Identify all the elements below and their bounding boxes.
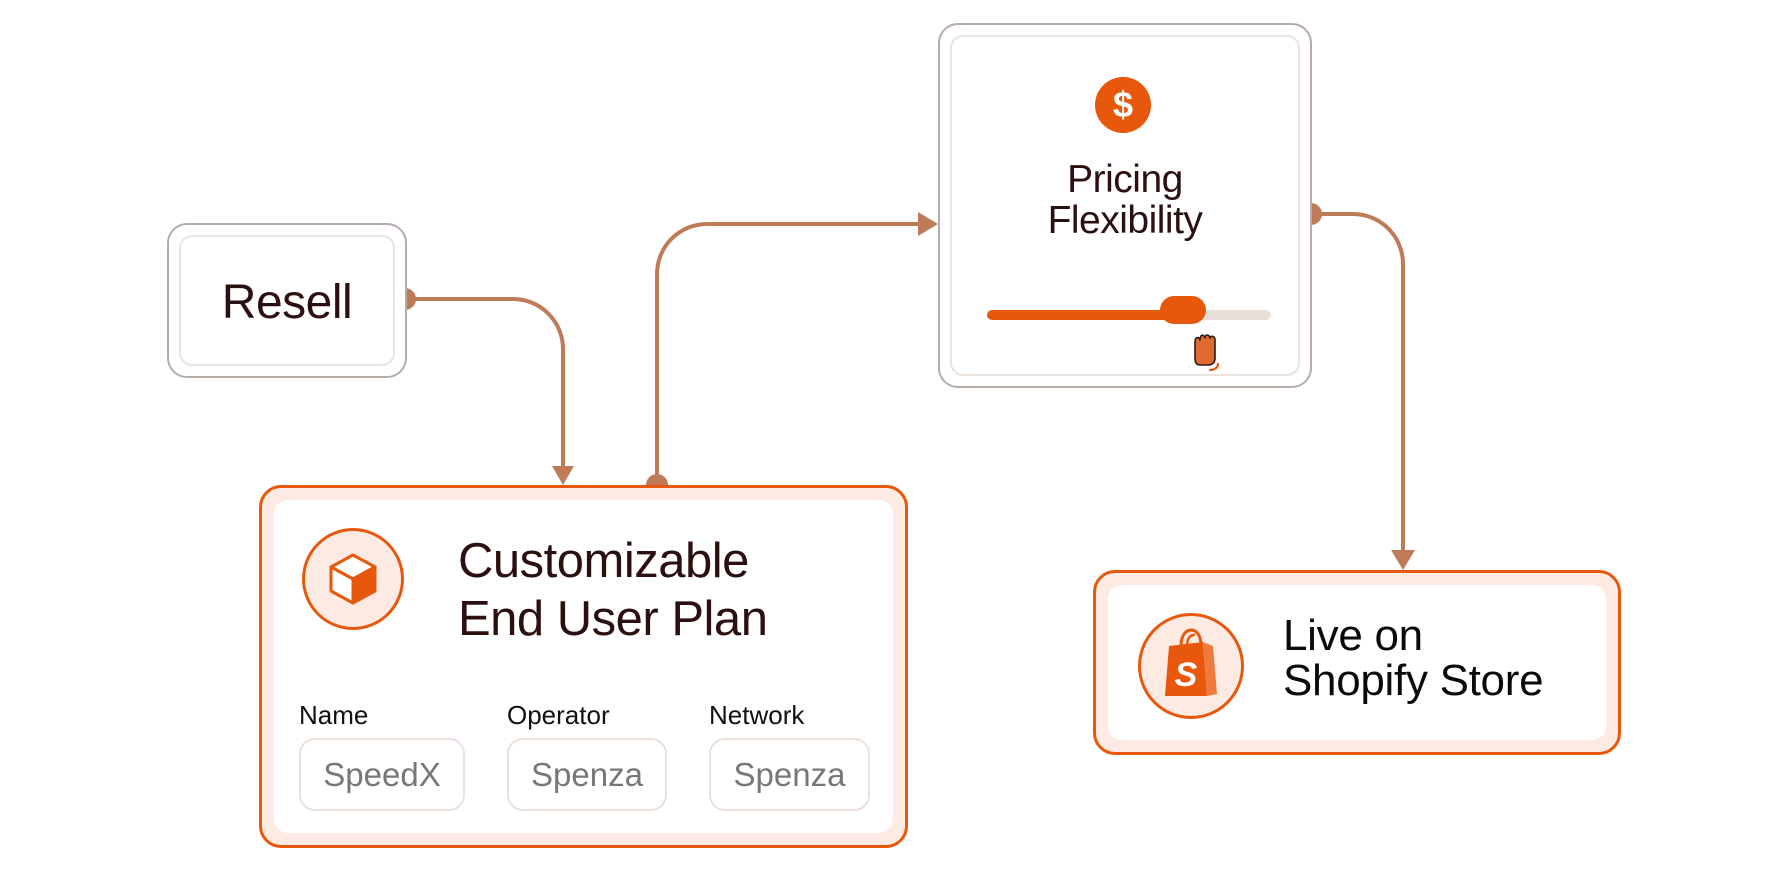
pricing-slider-fill <box>987 310 1200 320</box>
plan-title: Customizable End User Plan <box>458 532 768 648</box>
shopify-bag-icon: S <box>1138 613 1244 719</box>
edge-pricing-to-shopify <box>1311 212 1405 552</box>
pricing-slider[interactable] <box>987 296 1271 324</box>
resell-title: Resell <box>221 276 353 329</box>
name-field[interactable]: SpeedX <box>299 738 465 811</box>
network-field[interactable]: Spenza <box>709 738 870 811</box>
pricing-slider-thumb[interactable] <box>1160 296 1206 324</box>
customizable-plan-node[interactable]: Customizable End User Plan Name SpeedX O… <box>259 485 908 848</box>
pricing-title-line2: Flexibility <box>1047 199 1203 242</box>
resell-node[interactable]: Resell <box>167 223 407 378</box>
grab-hand-cursor-icon <box>1194 334 1220 372</box>
shopify-title-line1: Live on <box>1283 611 1423 660</box>
cube-icon <box>302 528 404 630</box>
arrowhead-into-plan <box>552 466 574 485</box>
name-field-label: Name <box>299 700 369 730</box>
pricing-flexibility-node[interactable]: $ Pricing Flexibility <box>938 23 1312 388</box>
shopify-title-line2: Shopify Store <box>1283 656 1544 705</box>
network-field-label: Network <box>709 700 805 730</box>
pricing-node-inner-border <box>950 35 1300 376</box>
plan-title-line2: End User Plan <box>458 592 768 646</box>
operator-field[interactable]: Spenza <box>507 738 667 811</box>
pricing-title: Pricing Flexibility <box>940 159 1310 241</box>
pricing-title-line1: Pricing <box>1067 158 1183 201</box>
resell-node-inner-border <box>179 235 395 366</box>
shopify-store-node[interactable]: S Live on Shopify Store <box>1093 570 1621 755</box>
operator-field-label: Operator <box>507 700 610 730</box>
svg-text:S: S <box>1175 656 1198 694</box>
arrowhead-into-pricing <box>918 212 938 236</box>
edge-plan-to-pricing <box>655 222 922 485</box>
dollar-circle-icon: $ <box>1095 77 1151 133</box>
shopify-title: Live on Shopify Store <box>1283 611 1544 705</box>
edge-resell-to-plan <box>405 297 565 470</box>
arrowhead-into-shopify <box>1391 550 1415 570</box>
plan-title-line1: Customizable <box>458 534 749 588</box>
